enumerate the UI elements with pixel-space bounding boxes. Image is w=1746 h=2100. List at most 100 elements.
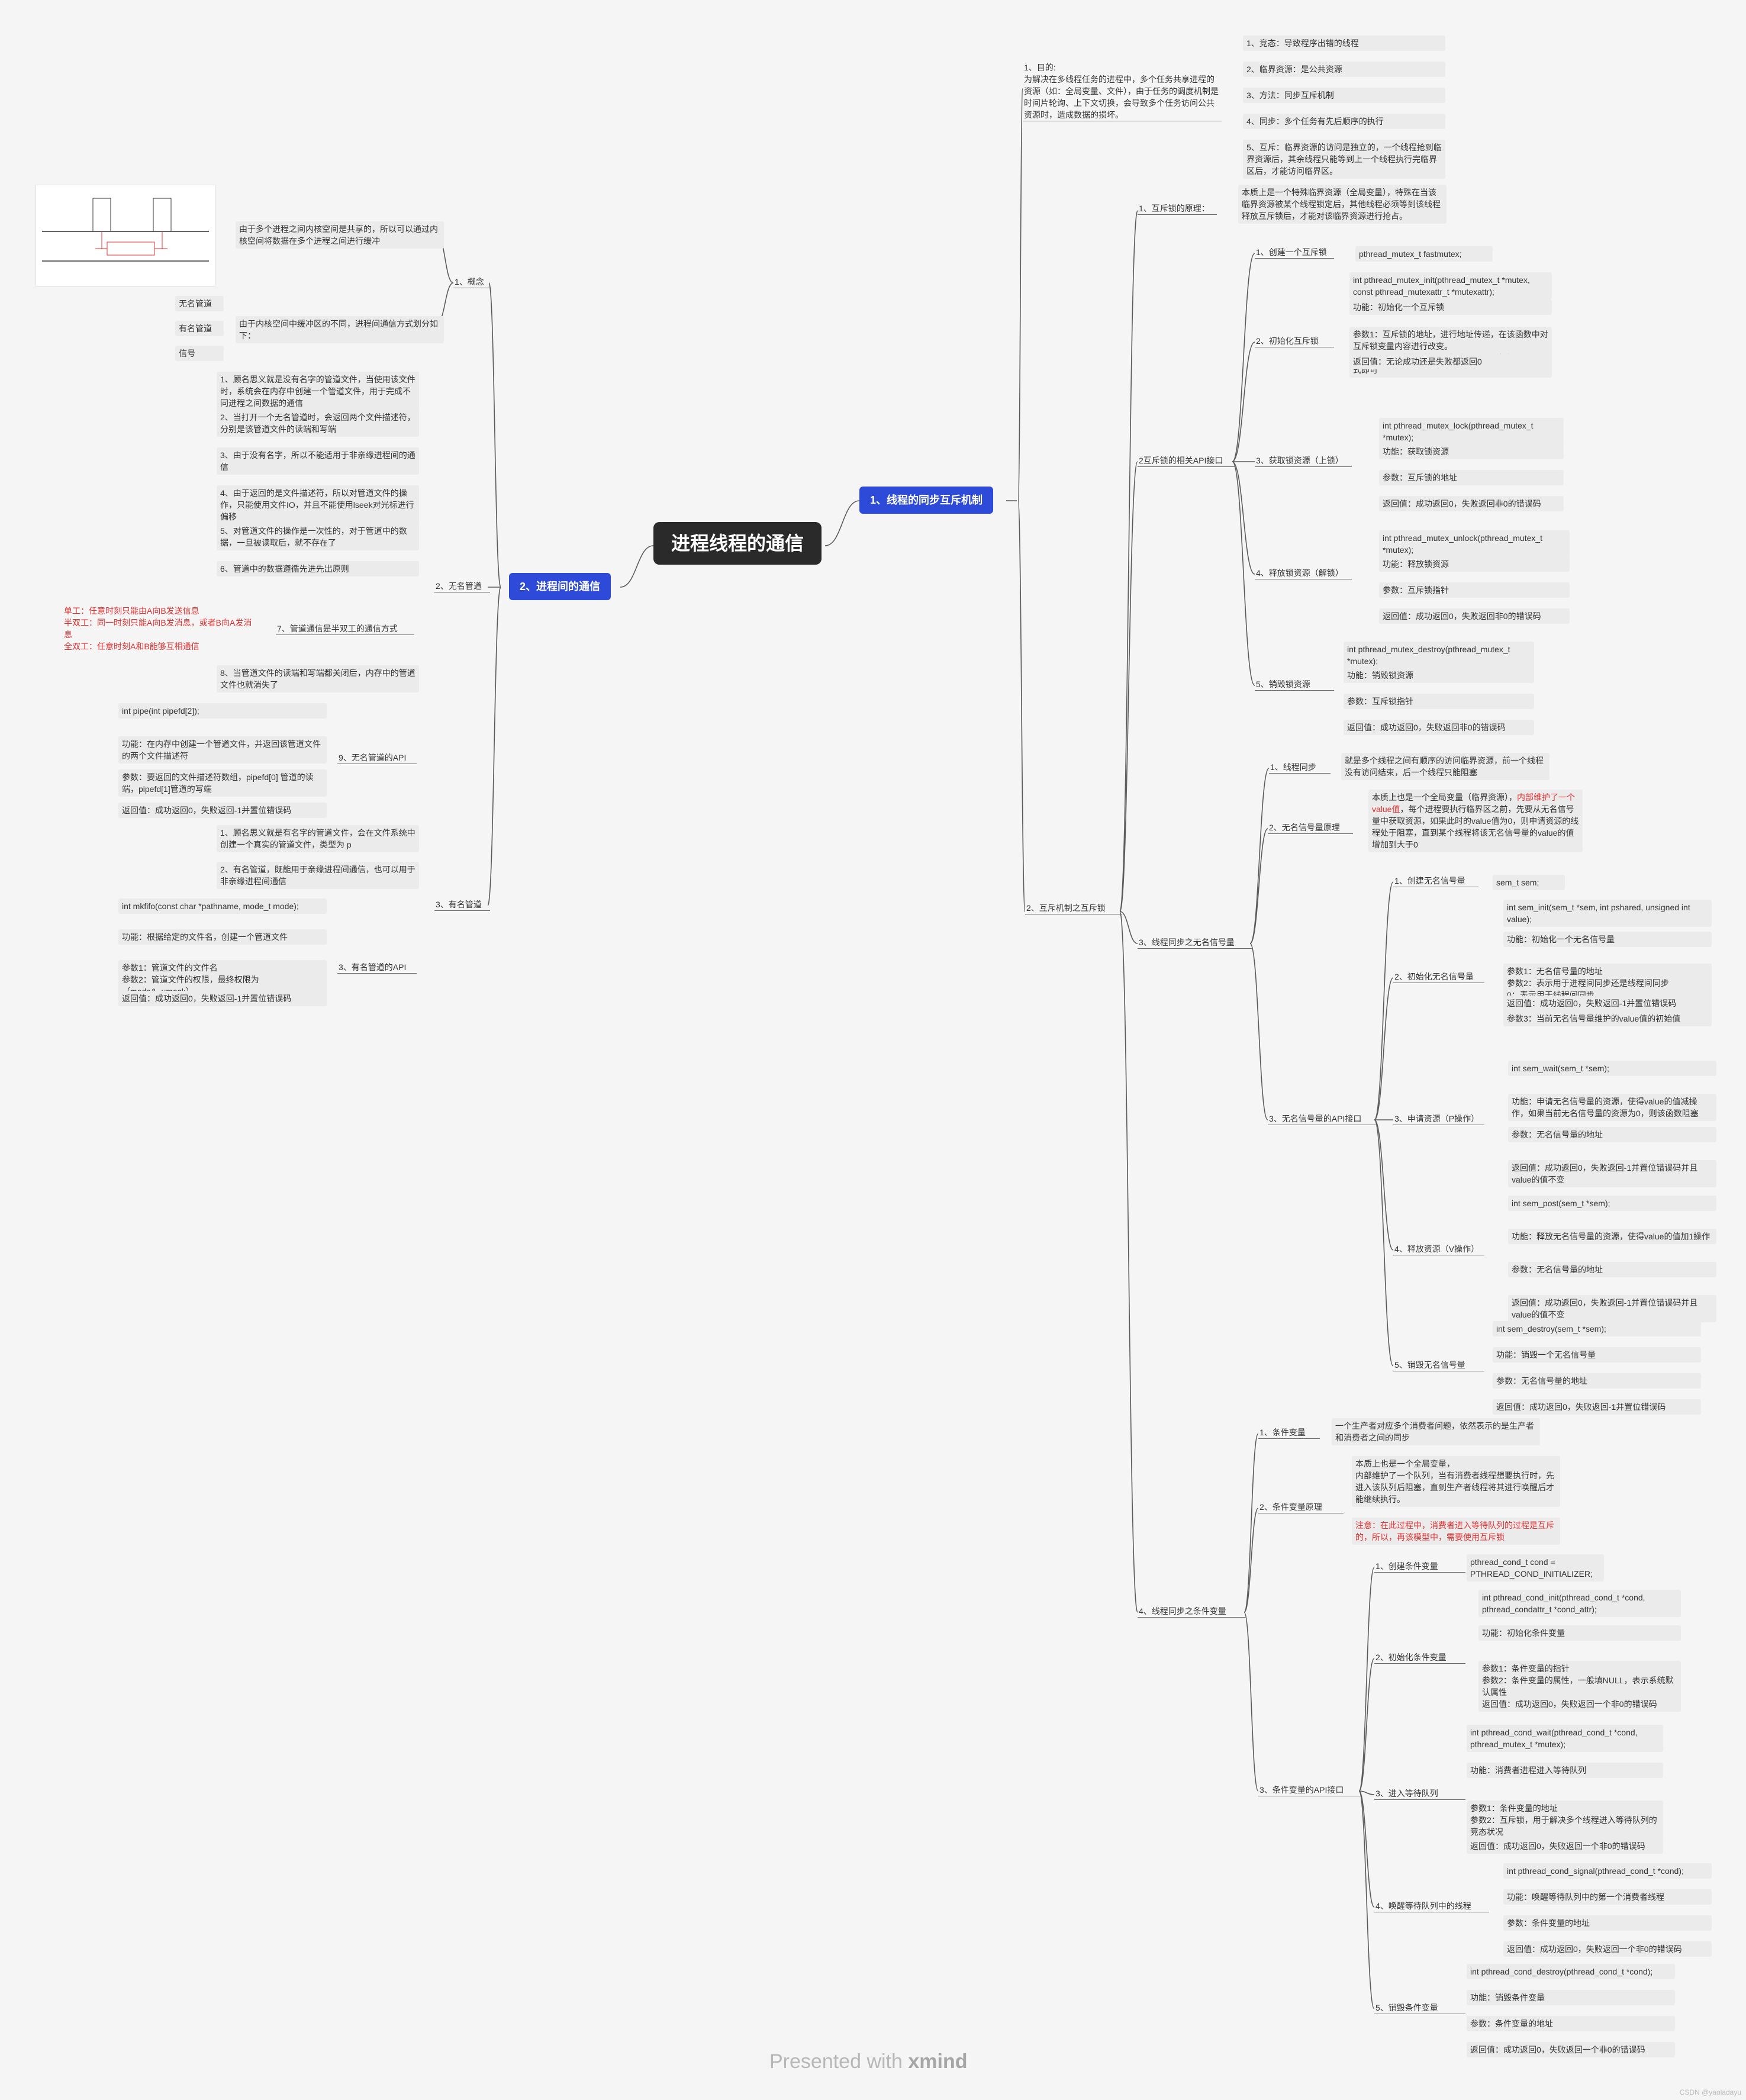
principle-topic[interactable]: 1、互斥锁的原理： — [1138, 202, 1217, 215]
sem-post-item[interactable]: 参数：无名信号量的地址 — [1508, 1262, 1716, 1277]
pipe-item[interactable]: 1、顾名思义就是没有名字的管道文件，当使用该文件时，系统会在内存中创建一个管道文… — [217, 372, 419, 411]
sem-destroy-item[interactable]: 参数：无名信号量的地址 — [1493, 1373, 1701, 1389]
fifo-api-item[interactable]: int mkfifo(const char *pathname, mode_t … — [118, 898, 327, 914]
init-item[interactable]: 参数1：互斥锁的地址，进行地址传递，在该函数中对互斥锁变量内容进行改变。 参数2… — [1349, 327, 1552, 378]
pipe-topic[interactable]: 2、无名管道 — [434, 580, 490, 592]
sem-destroy-topic[interactable]: 5、销毁无名信号量 — [1393, 1359, 1484, 1371]
cond-principle-text[interactable]: 本质上也是一个全局变量， 内部维护了一个队列，当有消费者线程想要执行时，先进入该… — [1352, 1456, 1560, 1507]
principle-text[interactable]: 本质上是一个特殊临界资源（全局变量），特殊在当该临界资源被某个线程锁定后，其他线… — [1238, 185, 1447, 224]
cond-destroy-topic[interactable]: 5、销毁条件变量 — [1374, 2002, 1465, 2014]
lock-item[interactable]: 功能：获取锁资源 — [1379, 444, 1564, 459]
cond-wait-item[interactable]: int pthread_cond_wait(pthread_cond_t *co… — [1467, 1725, 1663, 1752]
unlock-topic[interactable]: 4、释放锁资源（解锁） — [1255, 567, 1352, 579]
pipe-item[interactable]: 6、管道中的数据遵循先进先出原则 — [217, 561, 419, 576]
goal-item[interactable]: 5、互斥：临界资源的访问是独立的，一个线程抢到临界资源后，其余线程只能等到上一个… — [1243, 140, 1445, 179]
sem-init-topic[interactable]: 2、初始化无名信号量 — [1393, 971, 1484, 983]
cond-destroy-item[interactable]: 参数：条件变量的地址 — [1467, 2016, 1675, 2031]
ipc-type[interactable]: 有名管道 — [175, 321, 224, 336]
cond-destroy-item[interactable]: 功能：销毁条件变量 — [1467, 1990, 1675, 2005]
branch-sync-mutex[interactable]: 1、线程的同步互斥机制 — [859, 487, 994, 514]
pipe-item[interactable]: 5、对管道文件的操作是一次性的，对于管道中的数据，一旦被读取后，就不存在了 — [217, 523, 419, 550]
sem-init-item[interactable]: 返回值：成功返回0，失败返回-1并置位错误码 — [1503, 996, 1712, 1011]
mutex-topic[interactable]: 2、互斥机制之互斥锁 — [1025, 902, 1122, 914]
sem-post-topic[interactable]: 4、释放资源（V操作） — [1393, 1243, 1484, 1255]
cond-topic[interactable]: 4、线程同步之条件变量 — [1138, 1605, 1246, 1618]
sync-topic[interactable]: 1、线程同步 — [1269, 761, 1331, 774]
lock-topic[interactable]: 3、获取锁资源（上锁） — [1255, 455, 1352, 467]
goal-item[interactable]: 1、竞态：导致程序出错的线程 — [1243, 36, 1445, 51]
sem-wait-topic[interactable]: 3、申请资源（P操作） — [1393, 1113, 1484, 1125]
cond-init-item[interactable]: 参数1：条件变量的指针 参数2：条件变量的属性，一般填NULL，表示系统默认属性 — [1478, 1661, 1681, 1700]
destroy-item[interactable]: 参数：互斥锁指针 — [1344, 694, 1534, 709]
cond-var-text[interactable]: 一个生产者对应多个消费者问题，依然表示的是生产者和消费者之间的同步 — [1332, 1418, 1540, 1445]
ipc-type[interactable]: 信号 — [175, 346, 224, 361]
lock-item[interactable]: int pthread_mutex_lock(pthread_mutex_t *… — [1379, 418, 1564, 445]
cond-api-topic[interactable]: 3、条件变量的API接口 — [1258, 1784, 1361, 1796]
pipe-api-item[interactable]: int pipe(int pipefd[2]); — [118, 703, 327, 719]
fifo-api-topic[interactable]: 3、有名管道的API — [337, 961, 417, 974]
sem-wait-item[interactable]: int sem_wait(sem_t *sem); — [1508, 1061, 1716, 1076]
pipe-api-topic[interactable]: 9、无名管道的API — [337, 752, 417, 764]
sem-principle-topic[interactable]: 2、无名信号量原理 — [1268, 822, 1353, 834]
sem-init-item[interactable]: int sem_init(sem_t *sem, int pshared, un… — [1503, 900, 1712, 927]
sem-topic[interactable]: 3、线程同步之无名信号量 — [1138, 936, 1252, 949]
init-item[interactable]: 功能：初始化一个互斥锁 — [1349, 299, 1552, 315]
fifo-topic[interactable]: 3、有名管道 — [434, 898, 490, 911]
concept-topic[interactable]: 1、概念 — [453, 276, 491, 288]
init-topic[interactable]: 2、初始化互斥锁 — [1255, 335, 1334, 347]
create-topic[interactable]: 1、创建一个互斥锁 — [1255, 246, 1334, 259]
destroy-topic[interactable]: 5、销毁锁资源 — [1255, 678, 1334, 691]
pipe-api-item[interactable]: 返回值：成功返回0，失败返回-1并置位错误码 — [118, 803, 327, 818]
sem-post-item[interactable]: 功能：释放无名信号量的资源，使得value的值加1操作 — [1508, 1229, 1716, 1244]
create-text[interactable]: pthread_mutex_t fastmutex; — [1355, 246, 1493, 262]
cond-principle-red[interactable]: 注意：在此过程中，消费者进入等待队列的过程是互斥的，所以，再该模型中，需要使用互… — [1352, 1518, 1560, 1545]
cond-create-text[interactable]: pthread_cond_t cond = PTHREAD_COND_INITI… — [1467, 1554, 1604, 1582]
cond-create-topic[interactable]: 1、创建条件变量 — [1374, 1560, 1465, 1573]
sem-post-item[interactable]: int sem_post(sem_t *sem); — [1508, 1196, 1716, 1211]
cond-init-item[interactable]: 返回值：成功返回0，失败返回一个非0的错误码 — [1478, 1696, 1681, 1712]
cond-signal-item[interactable]: 返回值：成功返回0，失败返回一个非0的错误码 — [1503, 1941, 1712, 1957]
fifo-api-item[interactable]: 功能：根据给定的文件名，创建一个管道文件 — [118, 929, 327, 945]
init-item[interactable]: 返回值：无论成功还是失败都返回0 — [1349, 354, 1552, 369]
cond-signal-topic[interactable]: 4、唤醒等待队列中的线程 — [1374, 1900, 1489, 1912]
unlock-item[interactable]: int pthread_mutex_unlock(pthread_mutex_t… — [1379, 530, 1570, 558]
cond-wait-item[interactable]: 功能：消费者进程进入等待队列 — [1467, 1763, 1663, 1778]
cond-wait-item[interactable]: 参数1：条件变量的地址 参数2：互斥锁，用于解决多个线程进入等待队列的竞态状况 — [1467, 1801, 1663, 1840]
destroy-item[interactable]: int pthread_mutex_destroy(pthread_mutex_… — [1344, 642, 1534, 669]
cond-init-item[interactable]: 功能：初始化条件变量 — [1478, 1625, 1681, 1641]
duplex-topic[interactable]: 7、管道通信是半双工的通信方式 — [276, 623, 414, 635]
sem-init-item[interactable]: 参数1：无名信号量的地址 参数2：表示用于进程间同步还是线程间同步 0：表示用于… — [1503, 964, 1712, 1026]
cond-signal-item[interactable]: 功能：唤醒等待队列中的第一个消费者线程 — [1503, 1889, 1712, 1905]
sem-destroy-item[interactable]: 返回值：成功返回0，失败返回-1并置位错误码 — [1493, 1399, 1701, 1415]
goal-item[interactable]: 2、临界资源：是公共资源 — [1243, 62, 1445, 77]
cond-wait-topic[interactable]: 3、进入等待队列 — [1374, 1787, 1465, 1800]
pipe-item[interactable]: 2、当打开一个无名管道时，会返回两个文件描述符，分别是该管道文件的读端和写端 — [217, 410, 419, 437]
lock-item[interactable]: 参数：互斥锁的地址 — [1379, 470, 1564, 485]
ipc-type[interactable]: 无名管道 — [175, 296, 224, 311]
sem-post-item[interactable]: 返回值：成功返回0，失败返回-1并置位错误码并且value的值不变 — [1508, 1295, 1716, 1322]
sem-destroy-item[interactable]: int sem_destroy(sem_t *sem); — [1493, 1321, 1701, 1336]
sem-principle-text[interactable]: 本质上也是一个全局变量（临界资源），内部维护了一个value值，每个进程要执行临… — [1368, 790, 1583, 852]
sem-wait-item[interactable]: 参数：无名信号量的地址 — [1508, 1127, 1716, 1142]
cond-signal-item[interactable]: 参数：条件变量的地址 — [1503, 1915, 1712, 1931]
sem-api-topic[interactable]: 3、无名信号量的API接口 — [1268, 1113, 1377, 1125]
pipe-api-item[interactable]: 功能：在内存中创建一个管道文件，并返回该管道文件的两个文件描述符 — [118, 736, 327, 764]
root-topic[interactable]: 进程线程的通信 — [653, 522, 822, 565]
unlock-item[interactable]: 返回值：成功返回0，失败返回非0的错误码 — [1379, 608, 1570, 624]
cond-destroy-item[interactable]: 返回值：成功返回0，失败返回一个非0的错误码 — [1467, 2042, 1675, 2057]
goal-item[interactable]: 4、同步：多个任务有先后顺序的执行 — [1243, 114, 1445, 129]
init-item[interactable]: int pthread_mutex_init(pthread_mutex_t *… — [1349, 272, 1552, 299]
cond-wait-item[interactable]: 返回值：成功返回0，失败返回一个非0的错误码 — [1467, 1838, 1663, 1854]
fifo-item[interactable]: 2、有名管道，既能用于亲缘进程间通信，也可以用于非亲缘进程间通信 — [217, 862, 419, 889]
cond-init-topic[interactable]: 2、初始化条件变量 — [1374, 1651, 1465, 1664]
sem-create-topic[interactable]: 1、创建无名信号量 — [1393, 875, 1478, 887]
destroy-item[interactable]: 功能：销毁锁资源 — [1344, 668, 1534, 683]
cond-init-item[interactable]: int pthread_cond_init(pthread_cond_t *co… — [1478, 1590, 1681, 1617]
destroy-item[interactable]: 返回值：成功返回0，失败返回非0的错误码 — [1344, 720, 1534, 735]
sem-create-text[interactable]: sem_t sem; — [1493, 875, 1565, 890]
concept-text-a[interactable]: 由于多个进程之间内核空间是共享的，所以可以通过内核空间将数据在多个进程之间进行缓… — [236, 221, 444, 249]
fifo-item[interactable]: 1、顾名思义就是有名字的管道文件，会在文件系统中创建一个真实的管道文件，类型为 … — [217, 825, 419, 852]
sem-init-item[interactable]: 功能：初始化一个无名信号量 — [1503, 932, 1712, 947]
branch-ipc[interactable]: 2、进程间的通信 — [509, 573, 611, 600]
sem-destroy-item[interactable]: 功能：销毁一个无名信号量 — [1493, 1347, 1701, 1363]
